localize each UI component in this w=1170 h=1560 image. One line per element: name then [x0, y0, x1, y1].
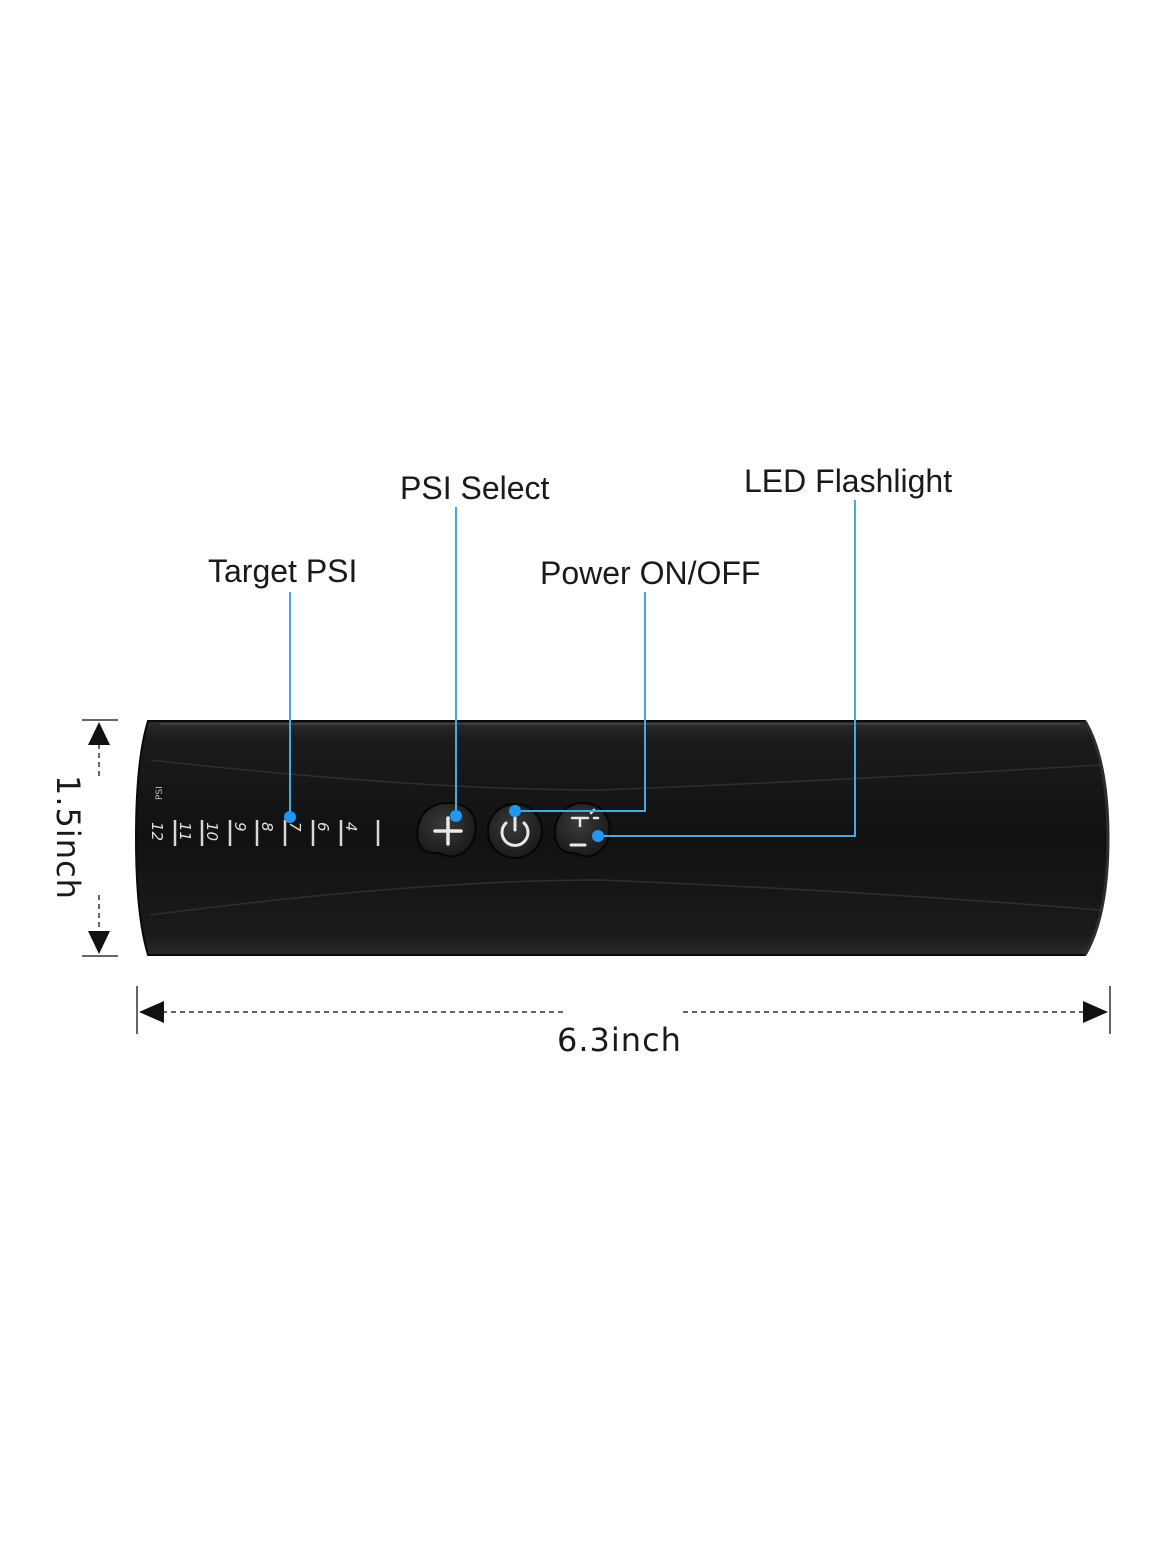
psi-scale: PSI 12 11 10 9 8 7 6 4 — [148, 786, 380, 846]
callout-target-psi: Target PSI — [208, 553, 357, 823]
plus-icon — [433, 816, 463, 846]
psi-scale-value: 8 — [258, 822, 276, 832]
arrow-right-icon — [1083, 1001, 1108, 1023]
tire-inflator-device: PSI 12 11 10 9 8 7 6 4 — [134, 720, 1110, 956]
height-dimension: 1.5inch — [49, 719, 118, 957]
device-facet-top — [149, 759, 1101, 791]
height-dimension-label: 1.5inch — [49, 775, 87, 900]
device-end-cap — [1083, 720, 1110, 956]
callout-psi-select-label: PSI Select — [400, 470, 550, 506]
psi-scale-value: 7 — [286, 822, 304, 832]
psi-unit-label: PSI — [155, 786, 165, 800]
device-body — [134, 720, 1110, 956]
callout-led-label: LED Flashlight — [744, 463, 952, 499]
plus-button[interactable] — [416, 801, 477, 858]
psi-scale-value: 4 — [342, 822, 360, 832]
callout-power: Power ON/OFF — [509, 555, 760, 817]
psi-scale-bars — [173, 820, 380, 846]
psi-scale-value: 12 — [148, 822, 166, 841]
psi-scale-value: 6 — [314, 822, 332, 832]
psi-scale-numbers: 12 11 10 9 8 7 6 4 — [148, 822, 360, 841]
device-facet-bottom — [149, 879, 1101, 916]
arrow-up-icon — [88, 722, 110, 745]
arrow-down-icon — [88, 931, 110, 954]
psi-scale-value: 9 — [231, 822, 249, 832]
callout-target-psi-label: Target PSI — [208, 553, 357, 589]
callout-psi-select: PSI Select — [400, 470, 550, 822]
arrow-left-icon — [139, 1001, 164, 1023]
width-dimension-label: 6.3inch — [557, 1021, 682, 1059]
callout-power-label: Power ON/OFF — [540, 555, 760, 591]
psi-scale-value: 10 — [203, 822, 221, 841]
callout-led: LED Flashlight — [592, 463, 952, 842]
width-dimension: 6.3inch — [136, 986, 1111, 1059]
psi-scale-value: 11 — [176, 822, 194, 841]
power-button[interactable] — [487, 803, 543, 859]
